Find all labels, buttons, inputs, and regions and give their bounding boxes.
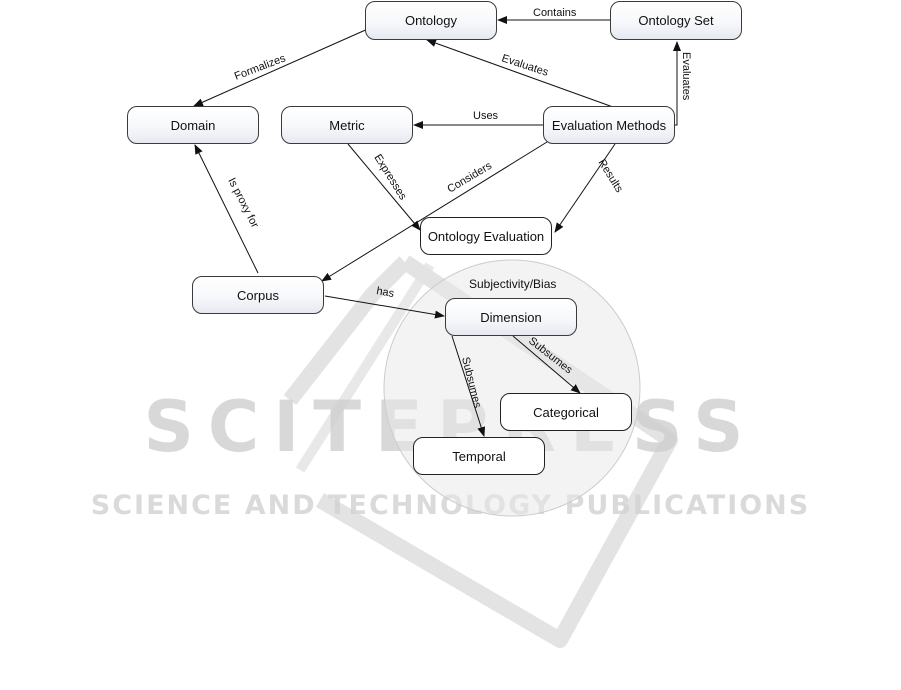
node-categorical: Categorical [500,393,632,431]
label-results: Results [595,157,625,195]
label-uses: Uses [473,110,499,122]
node-metric: Metric [281,106,413,144]
edge-evaluates-ontology [427,40,613,107]
node-ontology: Ontology [365,1,497,40]
edge-formalizes [194,28,370,106]
label-evaluates-set: Evaluates [680,52,692,101]
node-corpus: Corpus [192,276,324,314]
node-dimension: Dimension [445,298,577,336]
node-temporal: Temporal [413,437,545,475]
label-has: has [375,285,395,300]
node-evaluation-methods: Evaluation Methods [543,106,675,144]
node-ontology-set: Ontology Set [610,1,742,40]
group-label: Subjectivity/Bias [469,277,556,291]
label-is-proxy-for: Is proxy for [225,176,261,230]
label-contains: Contains [533,7,577,19]
label-formalizes: Formalizes [233,52,288,83]
node-domain: Domain [127,106,259,144]
node-ontology-evaluation: Ontology Evaluation [420,217,552,255]
